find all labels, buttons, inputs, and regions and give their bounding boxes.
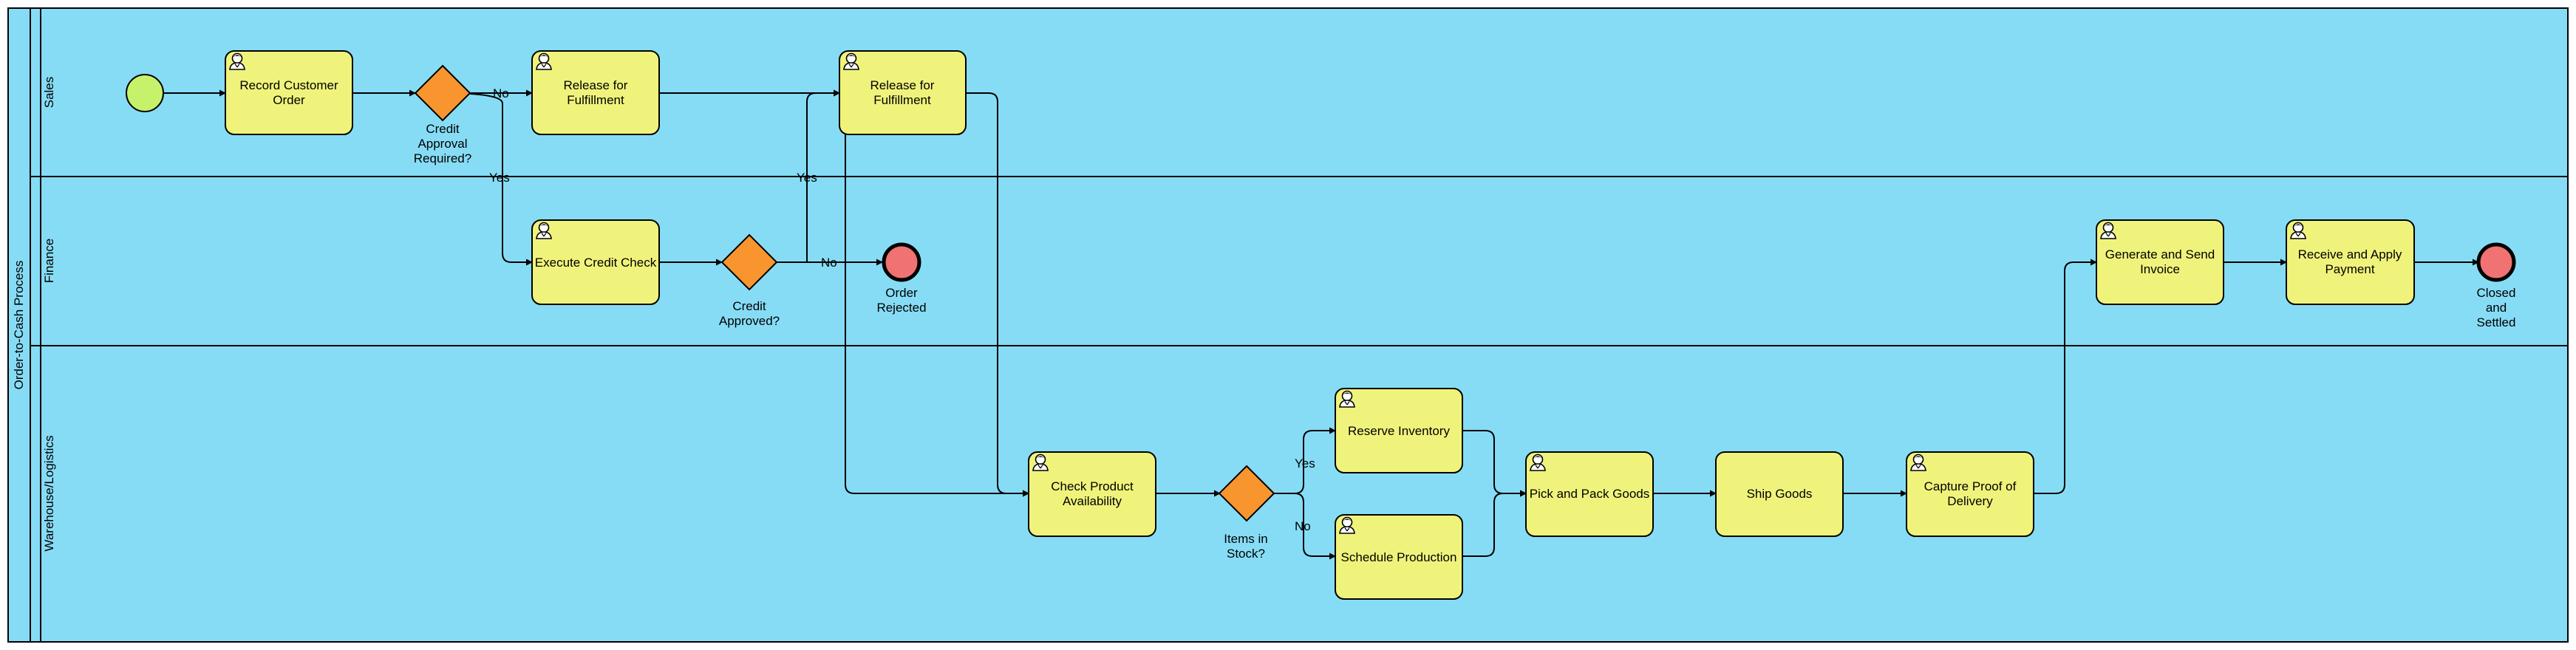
task-pick-and-pack-goods[interactable]: Pick and Pack Goods	[1525, 451, 1654, 537]
task-label: Schedule Production	[1341, 550, 1457, 564]
flow-label-yes-3: Yes	[1295, 456, 1315, 471]
task-label: Record Customer	[239, 78, 338, 92]
task-label: Invoice	[2140, 262, 2180, 276]
flow-label-no-2: No	[821, 256, 837, 270]
task-check-product-availability[interactable]: Check Product Availability	[1028, 451, 1156, 537]
task-label: Fulfillment	[567, 93, 624, 107]
lane-warehouse: Warehouse/Logistics	[30, 345, 2569, 643]
task-generate-and-send-invoice[interactable]: Generate and Send Invoice	[2096, 219, 2224, 305]
flow-label-no-3: No	[1295, 519, 1311, 533]
lane-warehouse-body	[40, 345, 2569, 643]
end-event-label: and	[2486, 301, 2507, 315]
gateway-label: Stock?	[1227, 547, 1265, 561]
task-label: Release for	[870, 78, 935, 92]
lane-warehouse-gutter	[30, 345, 41, 643]
lane-warehouse-label: Warehouse/Logistics	[42, 435, 56, 551]
end-event-order-rejected[interactable]: Order Rejected	[876, 242, 927, 315]
task-execute-credit-check[interactable]: Execute Credit Check	[531, 219, 660, 305]
tasks: Record Customer Order Release for Fulfil…	[225, 50, 2415, 600]
lane-sales-label: Sales	[42, 77, 56, 109]
task-label: Receive and Apply	[2298, 247, 2402, 261]
lane-sales-gutter	[30, 7, 41, 177]
end-event-label: Order	[885, 286, 918, 300]
task-label: Generate and Send	[2105, 247, 2215, 261]
task-label: Capture Proof of	[1924, 479, 2017, 493]
gateway-label: Approval	[418, 137, 467, 151]
task-label: Check Product	[1051, 479, 1134, 493]
end-event-label: Closed	[2477, 286, 2516, 300]
lane-finance-label: Finance	[42, 239, 56, 283]
gateway-credit-approval-required[interactable]: Credit Approval Required?	[414, 64, 471, 165]
task-label: Reserve Inventory	[1348, 424, 1450, 438]
task-label: Fulfillment	[873, 93, 931, 107]
task-label: Order	[273, 93, 305, 107]
flow-stock-no-to-schedule[interactable]	[1274, 493, 1336, 560]
gateway-label: Items in	[1224, 532, 1268, 546]
task-label: Pick and Pack Goods	[1530, 487, 1650, 501]
gateway-items-in-stock[interactable]: Items in Stock?	[1218, 465, 1275, 561]
task-release-for-fulfillment-2[interactable]: Release for Fulfillment	[839, 50, 967, 135]
gateway-label: Credit	[732, 299, 766, 313]
task-label: Execute Credit Check	[535, 256, 657, 270]
task-record-customer-order[interactable]: Record Customer Order	[225, 50, 353, 135]
end-event-label: Settled	[2477, 315, 2516, 329]
task-receive-and-apply-payment[interactable]: Receive and Apply Payment	[2286, 219, 2415, 305]
task-release-for-fulfillment-1[interactable]: Release for Fulfillment	[531, 50, 660, 135]
gateway-label: Approved?	[719, 314, 780, 328]
task-label: Ship Goods	[1747, 487, 1813, 501]
end-event-closed-and-settled[interactable]: Closed and Settled	[2476, 242, 2516, 329]
gateway-label: Required?	[414, 151, 471, 165]
lane-finance-gutter	[30, 176, 41, 346]
start-event[interactable]	[126, 74, 164, 112]
flow-label-yes-2: Yes	[797, 171, 817, 185]
flow-reserve-to-pick[interactable]	[1462, 430, 1527, 497]
task-capture-proof-of-delivery[interactable]: Capture Proof of Delivery	[1906, 451, 2034, 537]
task-label: Payment	[2325, 262, 2374, 276]
flow-label-no-1: No	[493, 86, 509, 100]
pool-header	[7, 7, 31, 643]
flow-label-yes-1: Yes	[489, 171, 510, 185]
task-label: Delivery	[1947, 494, 1993, 508]
flow-labels: No Yes Yes No Yes No	[489, 86, 1315, 533]
flow-proof-to-invoice[interactable]	[2034, 259, 2097, 494]
task-ship-goods[interactable]: Ship Goods	[1715, 451, 1844, 537]
end-event-label: Rejected	[876, 301, 926, 315]
task-label: Availability	[1063, 494, 1122, 508]
flow-schedule-to-pick[interactable]	[1462, 490, 1527, 557]
pool-title: Order-to-Cash Process	[12, 261, 26, 390]
task-label: Release for	[564, 78, 628, 92]
flow-stock-yes-to-reserve[interactable]	[1274, 427, 1336, 494]
flow-gateway-yes-to-credit-check[interactable]	[442, 92, 533, 266]
task-schedule-production[interactable]: Schedule Production	[1335, 514, 1463, 600]
gateway-label: Credit	[426, 122, 460, 136]
task-reserve-inventory[interactable]: Reserve Inventory	[1335, 388, 1463, 473]
gateway-credit-approved[interactable]: Credit Approved?	[719, 233, 780, 328]
